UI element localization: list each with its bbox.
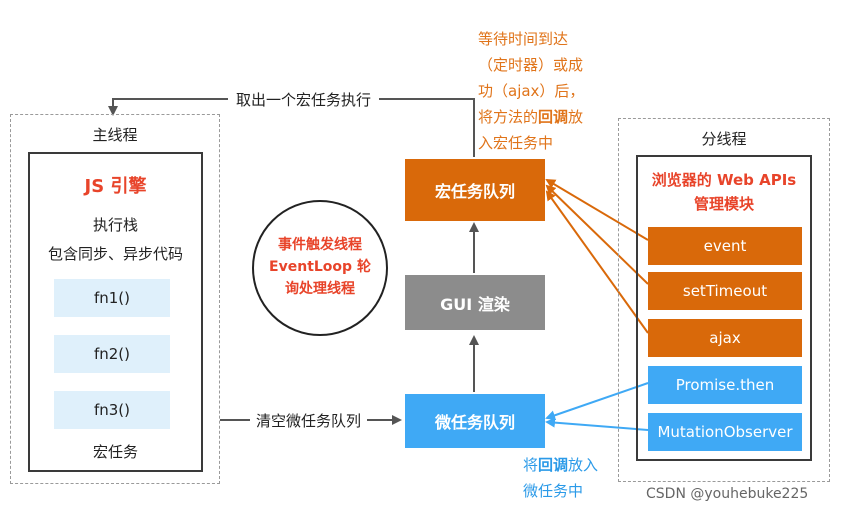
function-box-fn1: fn1() xyxy=(54,279,170,317)
event-loop-line1: 事件触发线程 xyxy=(278,237,362,253)
event-loop-label: 事件触发线程 EventLoop 轮 询处理线程 xyxy=(252,234,388,300)
web-apis-header-line1: 浏览器的 Web APIs xyxy=(651,171,797,189)
api-settimeout: setTimeout xyxy=(648,272,802,310)
web-apis-header: 浏览器的 Web APIs 管理模块 xyxy=(636,168,812,216)
micro-note-line1: 将回调放入 xyxy=(523,452,598,478)
main-thread-container xyxy=(10,114,220,484)
js-engine-box xyxy=(28,152,203,472)
macro-note: 等待时间到达 （定时器）或成 功（ajax）后， 将方法的回调放 入宏任务中 xyxy=(478,26,584,156)
api-mutation-observer: MutationObserver xyxy=(648,413,802,451)
micro-note-line1-post: 放入 xyxy=(568,456,599,474)
ajax-to-macro-arrow xyxy=(545,190,649,334)
macro-note-line2: （定时器）或成 xyxy=(478,56,584,74)
macro-task-footer: 宏任务 xyxy=(92,443,138,461)
macro-note-callback: 回调 xyxy=(538,108,569,126)
mutation-to-micro-arrow xyxy=(545,417,649,431)
watermark: CSDN @youhebuke225 xyxy=(646,486,809,502)
call-stack-label: 执行栈 xyxy=(92,216,138,234)
macro-note-line5: 入宏任务中 xyxy=(478,134,554,152)
micro-note-line1-pre: 将 xyxy=(523,456,539,474)
web-apis-header-line2: 管理模块 xyxy=(693,195,754,213)
sub-thread-title: 分线程 xyxy=(701,130,747,148)
micro-note-callback: 回调 xyxy=(538,456,569,474)
call-stack-desc: 包含同步、异步代码 xyxy=(47,245,183,263)
event-loop-line3: 询处理线程 xyxy=(285,281,355,297)
api-event: event xyxy=(648,227,802,265)
micro-note: 将回调放入 微任务中 xyxy=(523,452,598,504)
macro-task-queue: 宏任务队列 xyxy=(405,159,545,221)
macro-note-line3: 功（ajax）后， xyxy=(478,82,585,100)
sub-thread-container xyxy=(618,118,830,482)
web-apis-box xyxy=(636,155,812,461)
main-thread-title: 主线程 xyxy=(92,126,138,144)
micro-note-line2: 微任务中 xyxy=(523,482,584,500)
macro-note-line4-post: 放 xyxy=(568,108,584,126)
macro-note-line4: 将方法的回调放 xyxy=(478,104,584,130)
micro-task-queue: 微任务队列 xyxy=(405,394,545,448)
event-loop-circle xyxy=(252,200,388,336)
gui-render-box: GUI 渲染 xyxy=(405,275,545,330)
take-macro-label: 取出一个宏任务执行 xyxy=(228,89,380,110)
macro-note-line1: 等待时间到达 xyxy=(478,30,569,48)
api-ajax: ajax xyxy=(648,319,802,357)
function-box-fn3: fn3() xyxy=(54,391,170,429)
js-engine-title: JS 引擎 xyxy=(84,176,147,197)
clear-micro-label: 清空微任务队列 xyxy=(250,410,368,431)
api-promise-then: Promise.then xyxy=(648,366,802,404)
function-box-fn2: fn2() xyxy=(54,335,170,373)
timeout-to-macro-arrow xyxy=(545,184,649,285)
event-to-macro-arrow xyxy=(545,178,649,241)
macro-note-line4-pre: 将方法的 xyxy=(478,108,539,126)
promise-to-micro-arrow xyxy=(545,382,649,421)
event-loop-line2: EventLoop 轮 xyxy=(269,259,371,275)
